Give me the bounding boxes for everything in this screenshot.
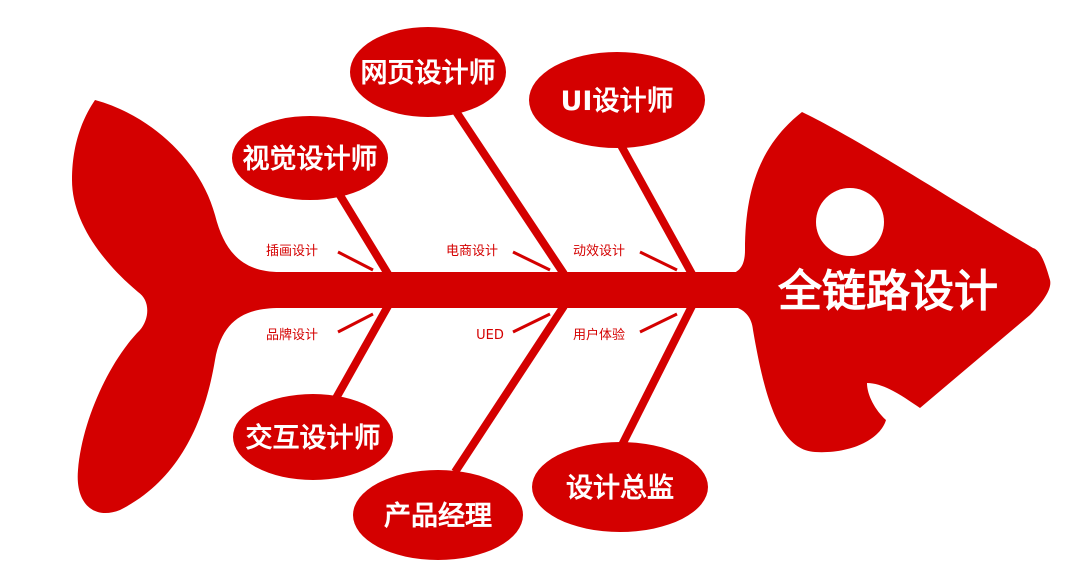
- bubble-ui: [529, 52, 705, 148]
- role-director: 设计总监: [566, 473, 674, 504]
- bubble-interaction: [233, 394, 393, 480]
- skill-ued: UED: [476, 328, 504, 343]
- bubble-director: [532, 442, 708, 532]
- skill-motion: 动效设计: [573, 244, 625, 259]
- pointer-motion: [639, 250, 678, 272]
- bone-visual: [334, 189, 392, 277]
- pointer-illustration: [337, 250, 374, 272]
- bubble-web: [350, 27, 506, 117]
- pointer-ux: [639, 312, 678, 334]
- bone-ui: [614, 138, 696, 276]
- fish-head: [730, 112, 1051, 453]
- skill-ux: 用户体验: [573, 327, 625, 343]
- role-interaction: 交互设计师: [246, 422, 381, 454]
- bone-interaction: [331, 304, 392, 402]
- head-label: 全链路设计: [777, 266, 998, 317]
- role-web: 网页设计师: [361, 58, 496, 89]
- pointer-brand: [337, 312, 374, 334]
- bubble-visual: [232, 116, 388, 200]
- bone-product: [451, 303, 568, 475]
- role-ui: UI设计师: [561, 86, 674, 117]
- skill-illustration: 插画设计: [266, 244, 318, 259]
- skill-ecommerce: 电商设计: [446, 244, 498, 259]
- skill-brand: 品牌设计: [266, 327, 318, 343]
- bubble-product: [353, 470, 523, 560]
- fish-tail: [72, 100, 280, 514]
- role-product: 产品经理: [384, 500, 492, 532]
- fish-eye: [816, 188, 884, 256]
- role-visual: 视觉设计师: [243, 144, 378, 175]
- pointer-ued: [512, 312, 551, 334]
- bone-director: [618, 304, 696, 447]
- fish-spine: [260, 272, 760, 308]
- pointer-ecommerce: [512, 250, 551, 272]
- bone-web: [451, 107, 568, 277]
